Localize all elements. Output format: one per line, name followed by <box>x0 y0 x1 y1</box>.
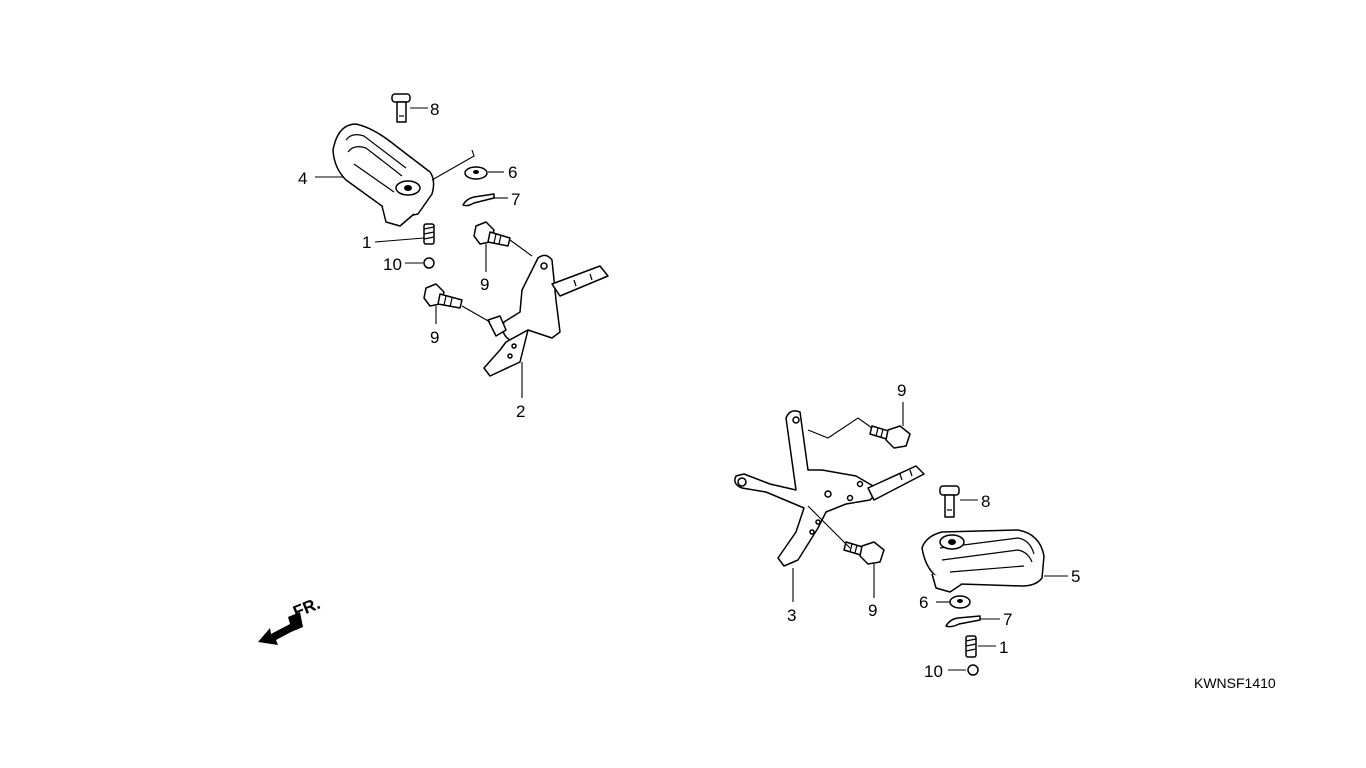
pin-part-8-right <box>939 485 960 518</box>
bracket-part-3-right <box>734 410 925 567</box>
callout-label-9-right-upper: 9 <box>897 381 906 400</box>
footpeg-part-4-left <box>332 123 435 227</box>
callout-label-2-left: 2 <box>516 402 525 421</box>
leaders-right <box>792 402 1068 671</box>
cotter-pin-part-7-left <box>462 193 495 207</box>
callout-label-1-left: 1 <box>362 233 371 252</box>
ball-part-10-left <box>423 257 435 269</box>
callout-label-10-left: 10 <box>383 255 402 274</box>
callout-label-3-right: 3 <box>787 606 796 625</box>
front-direction-indicator: FR. <box>258 594 323 645</box>
footpeg-part-5-right <box>921 529 1045 593</box>
callout-label-7-right: 7 <box>1003 610 1012 629</box>
callout-label-9-left-lower: 9 <box>430 328 439 347</box>
drawing-code: KWNSF1410 <box>1194 675 1276 691</box>
callout-label-4-left: 4 <box>298 169 307 188</box>
washer-part-6-left <box>464 166 488 180</box>
callout-label-10-right: 10 <box>924 662 943 681</box>
callout-label-1-right: 1 <box>999 638 1008 657</box>
callout-label-5-right: 5 <box>1071 567 1080 586</box>
callout-label-9-left-upper: 9 <box>480 275 489 294</box>
front-arrow-icon <box>258 612 303 645</box>
front-label: FR. <box>290 594 323 622</box>
bolt-part-9-right-lower <box>843 541 885 565</box>
leaders-left <box>315 107 533 398</box>
callout-label-8-right: 8 <box>981 492 990 511</box>
bracket-part-2-left <box>483 254 609 377</box>
bolt-part-9-left-upper <box>473 221 511 247</box>
ball-part-10-right <box>967 664 979 676</box>
cotter-pin-part-7-right <box>945 615 981 628</box>
callout-label-7-left: 7 <box>511 190 520 209</box>
washer-part-6-right <box>949 595 971 609</box>
spring-part-1-left <box>423 223 435 245</box>
pin-part-8-left <box>391 93 411 123</box>
spring-part-1-right <box>965 635 977 658</box>
bolt-part-9-left-lower <box>423 283 463 309</box>
bolt-part-9-right-upper <box>869 425 911 449</box>
callout-label-9-right-lower: 9 <box>868 601 877 620</box>
callout-label-6-left: 6 <box>508 163 517 182</box>
callout-label-6-right: 6 <box>919 593 928 612</box>
callout-label-8-left: 8 <box>430 100 439 119</box>
